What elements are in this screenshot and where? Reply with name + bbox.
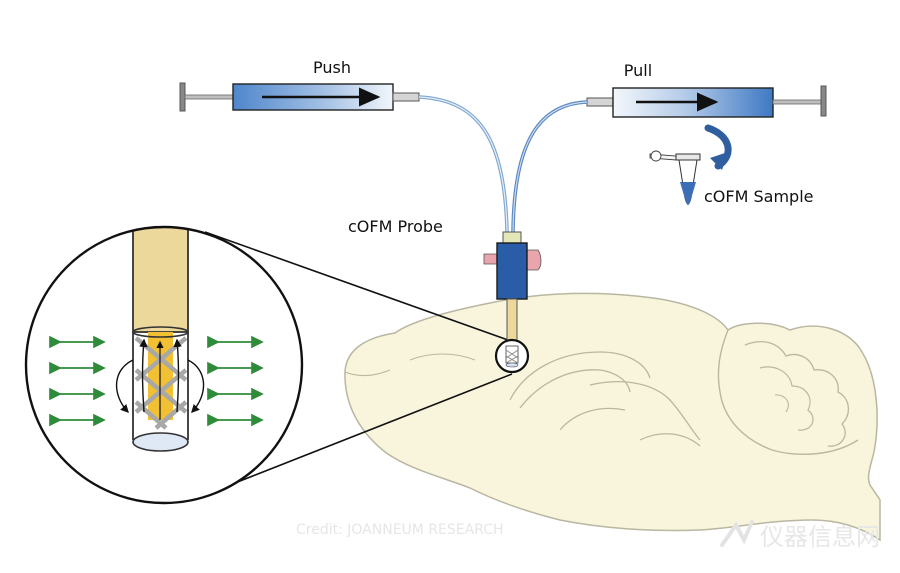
push-label: Push xyxy=(313,58,351,77)
sample-tube xyxy=(649,124,732,205)
diffusion-arrows xyxy=(49,335,264,427)
tubing xyxy=(418,95,588,233)
sample-label: cOFM Sample xyxy=(704,187,813,206)
watermark-text: 仪器信息网 xyxy=(760,523,880,551)
magnified-view xyxy=(24,225,304,505)
cofm-probe xyxy=(483,231,542,374)
probe-label: cOFM Probe xyxy=(348,217,443,236)
pull-label: Pull xyxy=(624,61,652,80)
watermark: 仪器信息网 xyxy=(720,520,880,551)
pull-syringe xyxy=(586,85,827,118)
credit-text: Credit: JOANNEUM RESEARCH xyxy=(296,522,504,538)
brain-outline xyxy=(344,292,881,542)
push-syringe xyxy=(179,82,420,112)
zoom-connector-lines xyxy=(204,231,513,493)
